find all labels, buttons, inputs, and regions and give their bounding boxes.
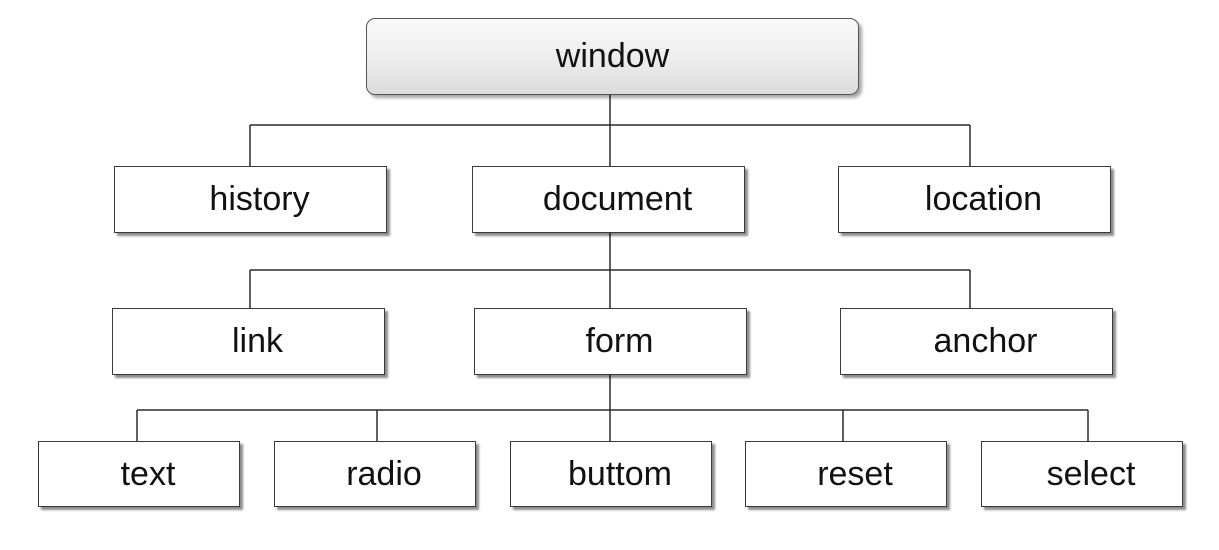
node-reset: reset: [745, 441, 947, 507]
node-document: document: [472, 166, 745, 233]
node-text: text: [38, 441, 240, 507]
node-label: document: [542, 180, 693, 218]
node-window: window: [366, 18, 859, 95]
node-label: anchor: [933, 322, 1038, 360]
node-select: select: [981, 441, 1183, 507]
node-anchor: anchor: [840, 308, 1113, 375]
node-link: link: [112, 308, 385, 375]
node-label: form: [585, 322, 654, 360]
node-label: link: [231, 322, 284, 360]
node-label: buttom: [568, 454, 672, 493]
node-radio: radio: [274, 441, 476, 507]
node-buttom: buttom: [510, 441, 712, 507]
node-history: history: [114, 166, 387, 233]
node-label: window: [555, 37, 670, 75]
node-label: history: [209, 180, 310, 218]
node-label: location: [924, 180, 1043, 218]
node-label: text: [120, 454, 176, 493]
node-label: select: [1046, 454, 1136, 493]
node-label: radio: [346, 454, 422, 493]
node-form: form: [474, 308, 747, 375]
node-label: reset: [817, 454, 893, 493]
node-location: location: [838, 166, 1111, 233]
